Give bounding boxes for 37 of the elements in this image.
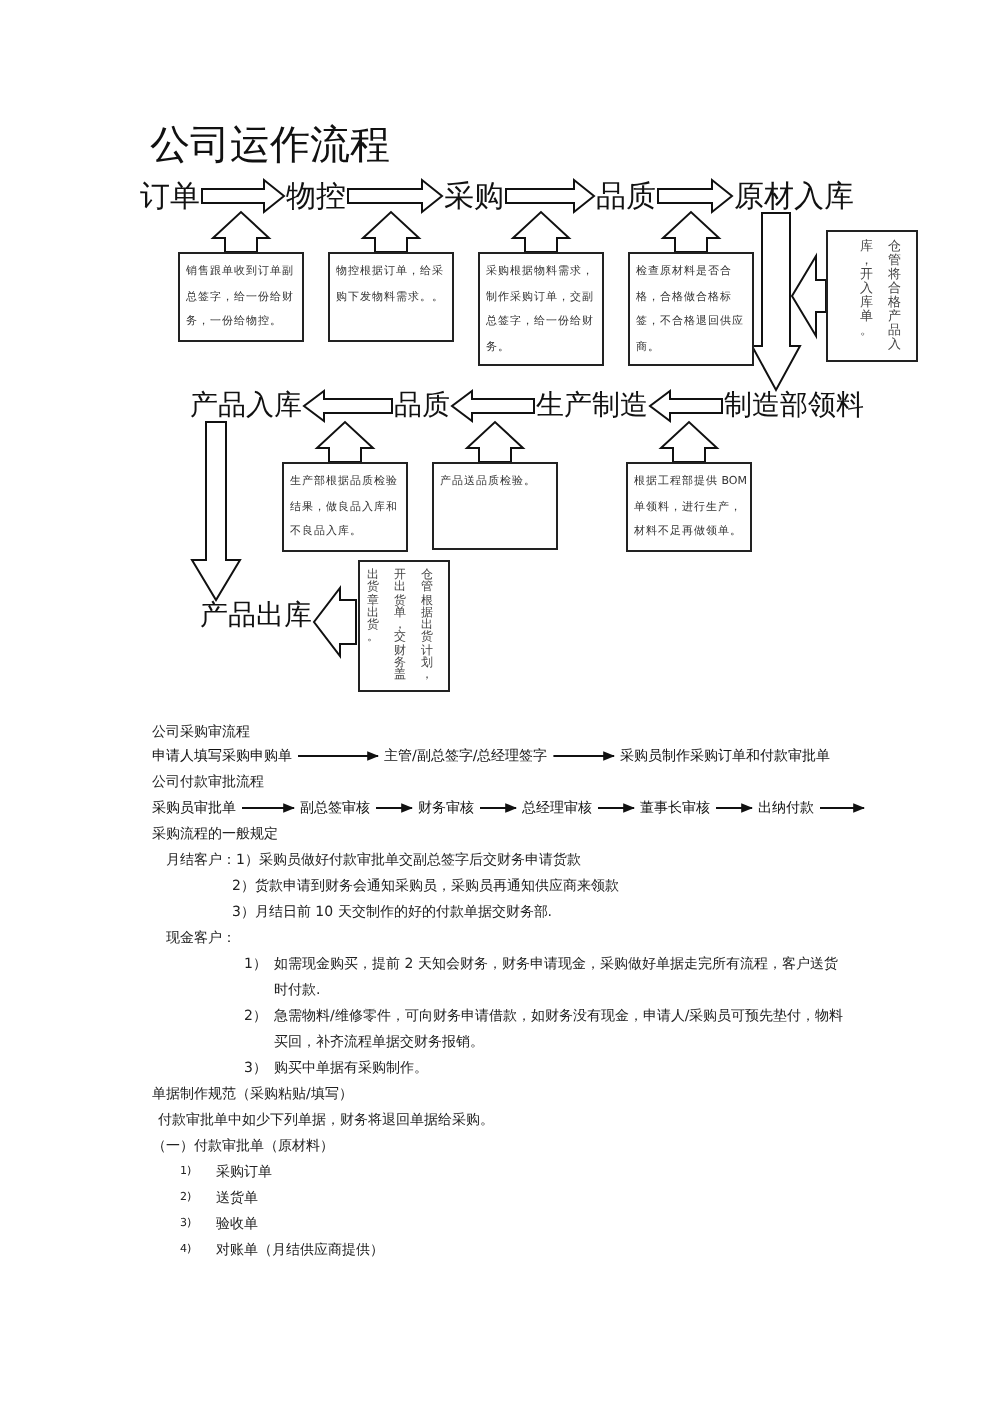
arrow <box>375 803 414 813</box>
arrow <box>479 803 518 813</box>
step-label: 采购 <box>444 181 504 211</box>
block-arrow <box>210 210 272 253</box>
block-arrow <box>201 177 286 215</box>
block-arrow <box>464 420 526 463</box>
arrow <box>552 751 616 761</box>
block-arrow <box>302 389 393 423</box>
block-arrow <box>750 212 802 393</box>
step-label: 生产制造 <box>536 392 648 420</box>
block-arrow <box>657 177 734 215</box>
arrow <box>241 803 296 813</box>
block-arrow <box>510 210 572 253</box>
block-arrow <box>658 420 720 463</box>
step-label: 物控 <box>286 181 346 211</box>
block-arrow <box>360 210 422 253</box>
step-label: 品质 <box>394 392 450 420</box>
arrow <box>819 803 866 813</box>
block-arrow <box>190 421 242 602</box>
block-arrow <box>660 210 722 253</box>
arrow <box>715 803 754 813</box>
block-arrow <box>347 177 444 215</box>
arrow <box>297 751 380 761</box>
block-arrow <box>312 585 357 659</box>
block-arrow <box>314 420 376 463</box>
step-label: 产品入库 <box>190 392 302 420</box>
step-label: 原材入库 <box>734 181 854 211</box>
block-arrow <box>450 389 535 423</box>
step-label: 品质 <box>596 181 656 211</box>
block-arrow <box>790 252 827 340</box>
block-arrow <box>648 389 723 423</box>
step-label: 订单 <box>140 181 200 211</box>
step-label: 制造部领料 <box>724 392 864 420</box>
arrow <box>597 803 636 813</box>
title-text: 公司运作流程 <box>150 124 390 164</box>
block-arrow <box>505 177 596 215</box>
step-label: 产品出库 <box>200 602 312 630</box>
